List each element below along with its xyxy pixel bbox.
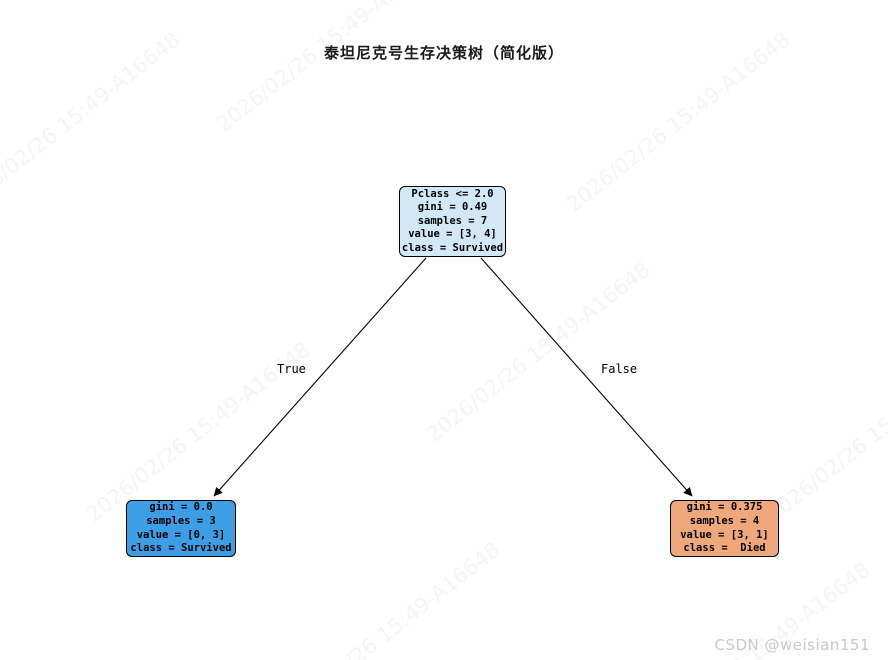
node-value: value = [3, 4] (408, 228, 497, 241)
node-samples: samples = 4 (689, 514, 760, 527)
node-class: class = Survived (401, 241, 504, 254)
node-value: value = [0, 3] (136, 528, 226, 541)
node-samples: samples = 7 (417, 214, 488, 227)
csdn-watermark: CSDN @weisian151 (714, 636, 870, 654)
node-gini: gini = 0.49 (417, 201, 488, 214)
node-samples: samples = 3 (146, 514, 216, 527)
node-class: class = Survived (130, 542, 232, 555)
node-value: value = [3, 1] (680, 528, 769, 541)
node-class: class = Died (683, 542, 766, 555)
edge-true-line (213, 257, 427, 497)
node-gini: gini = 0.375 (686, 501, 763, 514)
edge-label-false: False (601, 362, 638, 376)
edge-label-true: True (277, 362, 306, 376)
node-split-condition: Pclass <= 2.0 (411, 187, 494, 200)
chart-title: 泰坦尼克号生存决策树（简化版） (323, 44, 564, 62)
tree-node-left-leaf: gini = 0.0 samples = 3 value = [0, 3] cl… (126, 500, 236, 557)
node-gini: gini = 0.0 (149, 501, 213, 514)
tree-node-right-leaf: gini = 0.375 samples = 4 value = [3, 1] … (670, 500, 779, 557)
edge-false-line (480, 257, 693, 497)
tree-node-root: Pclass <= 2.0 gini = 0.49 samples = 7 va… (399, 186, 506, 257)
